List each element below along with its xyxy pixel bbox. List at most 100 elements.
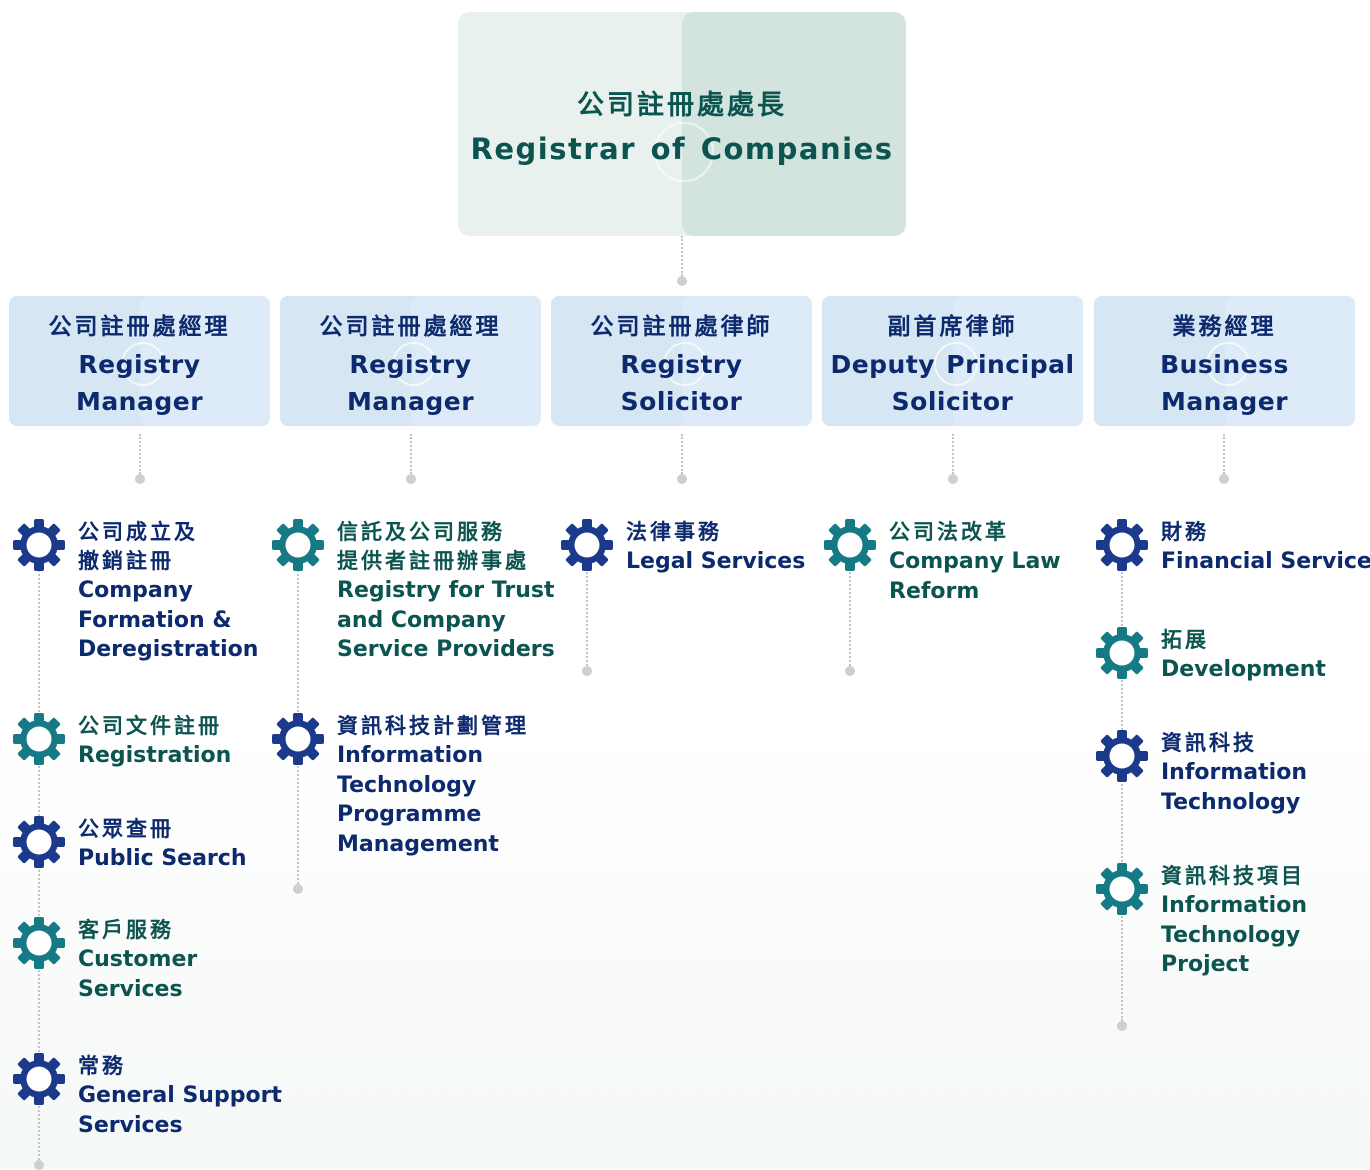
- unit-label-en: General Support: [78, 1083, 282, 1108]
- manager-title-en: Manager: [1160, 387, 1289, 416]
- gear-icon: [271, 712, 325, 766]
- manager-title-en: Registry: [349, 350, 472, 379]
- unit-label-zh: 公眾查冊: [78, 817, 174, 841]
- unit-label-zh: 公司成立及: [78, 520, 198, 544]
- unit-connector-dot: [1117, 1021, 1127, 1031]
- registrar-title: 公司註冊處處長 Registrar of Companies: [458, 86, 906, 172]
- unit-label-en: Reform: [889, 578, 980, 604]
- unit-label-en: Technology: [1161, 789, 1301, 815]
- connector-dot: [1219, 474, 1229, 484]
- manager-box-5: 業務經理 Business Manager: [1094, 296, 1355, 426]
- connector-line: [681, 434, 683, 474]
- gear-icon: [12, 916, 66, 970]
- unit-label-en: Information: [1161, 893, 1307, 918]
- box-shade: [682, 12, 906, 236]
- manager-box-2: 公司註冊處經理 Registry Manager: [280, 296, 541, 426]
- unit-label-en: Technology: [337, 772, 477, 798]
- connector-line: [952, 434, 954, 474]
- manager-title-zh: 公司註冊處經理: [48, 314, 231, 340]
- unit-label: 信託及公司服務提供者註冊辦事處 Registry for Trust and Com…: [337, 518, 555, 665]
- connector-dot: [135, 474, 145, 484]
- unit-label-en: Development: [1161, 657, 1326, 682]
- unit-label-en: Financial Services: [1161, 549, 1370, 574]
- unit-label-en: Registration: [78, 743, 232, 768]
- unit-label-en: Company: [78, 578, 193, 603]
- connector-dot: [406, 474, 416, 484]
- registrar-title-zh: 公司註冊處處長: [577, 90, 787, 121]
- gear-icon: [560, 518, 614, 572]
- manager-title-en: Deputy Principal: [830, 350, 1075, 379]
- manager-title-en: Registry: [78, 350, 201, 379]
- unit-label-en: Company Law: [889, 549, 1061, 574]
- manager-title-zh: 業務經理: [1172, 314, 1277, 340]
- unit-label-en: Information: [337, 743, 483, 768]
- unit-label-en: Services: [78, 976, 183, 1002]
- unit-label: 拓展 Development: [1161, 626, 1326, 685]
- unit-label-zh: 資訊科技: [1161, 731, 1257, 755]
- unit-connector-dot: [293, 884, 303, 894]
- manager-title-en: Registry: [620, 350, 743, 379]
- unit-label-zh: 法律事務: [626, 520, 722, 544]
- unit-connector-dot: [34, 1160, 44, 1170]
- connector-line: [681, 236, 683, 276]
- gear-icon: [823, 518, 877, 572]
- box-decoration: [654, 122, 714, 182]
- unit-label-zh: 資訊科技計劃管理: [337, 714, 529, 738]
- manager-title-zh: 副首席律師: [887, 314, 1018, 340]
- gear-icon: [12, 518, 66, 572]
- unit-connector-dot: [845, 666, 855, 676]
- unit-label-en: Information: [1161, 760, 1307, 785]
- manager-box-1: 公司註冊處經理 Registry Manager: [9, 296, 270, 426]
- connector-dot: [948, 474, 958, 484]
- connector-dot: [677, 474, 687, 484]
- unit-label-zh: 公司法改革: [889, 520, 1009, 544]
- manager-title-en: Solicitor: [620, 387, 743, 416]
- unit-label-zh: 信託及公司服務: [337, 520, 505, 544]
- connector-line: [139, 434, 141, 474]
- unit-label-en: and Company: [337, 607, 506, 633]
- manager-title-en: Solicitor: [891, 387, 1014, 416]
- gear-icon: [271, 518, 325, 572]
- manager-box-3: 公司註冊處律師 Registry Solicitor: [551, 296, 812, 426]
- connector-line: [1223, 434, 1225, 474]
- unit-connector-line: [1121, 545, 1123, 1021]
- gear-icon: [1095, 729, 1149, 783]
- unit-label-en: Registry for Trust: [337, 578, 555, 603]
- gear-icon: [12, 815, 66, 869]
- manager-box-4: 副首席律師 Deputy Principal Solicitor: [822, 296, 1083, 426]
- unit-label-en: Formation &: [78, 607, 232, 633]
- manager-title-en: Business: [1160, 350, 1289, 379]
- registrar-box: 公司註冊處處長 Registrar of Companies: [458, 12, 906, 236]
- unit-label-zh: 客戶服務: [78, 918, 174, 942]
- gear-icon: [1095, 626, 1149, 680]
- unit-connector-dot: [582, 666, 592, 676]
- unit-label-en: Management: [337, 831, 499, 857]
- manager-title-zh: 公司註冊處經理: [319, 314, 502, 340]
- unit-label-en: Public Search: [78, 846, 247, 871]
- manager-title-en: Manager: [75, 387, 204, 416]
- unit-label-en: Project: [1161, 952, 1250, 977]
- connector-dot: [677, 276, 687, 286]
- unit-label-en: Deregistration: [78, 637, 259, 662]
- unit-label-zh: 提供者註冊辦事處: [337, 549, 529, 573]
- gear-icon: [12, 712, 66, 766]
- unit-label-zh: 拓展: [1161, 628, 1209, 652]
- manager-title-en: Manager: [346, 387, 475, 416]
- manager-title-zh: 公司註冊處律師: [590, 314, 773, 340]
- unit-label: 公眾查冊 Public Search: [78, 815, 246, 874]
- unit-connector-line: [586, 545, 588, 666]
- unit-label-en: Customer: [78, 947, 198, 972]
- registrar-title-en: Registrar of Companies: [470, 132, 894, 166]
- unit-label-en: Services: [78, 1112, 183, 1138]
- unit-label-zh: 撤銷註冊: [78, 549, 174, 573]
- connector-line: [410, 434, 412, 474]
